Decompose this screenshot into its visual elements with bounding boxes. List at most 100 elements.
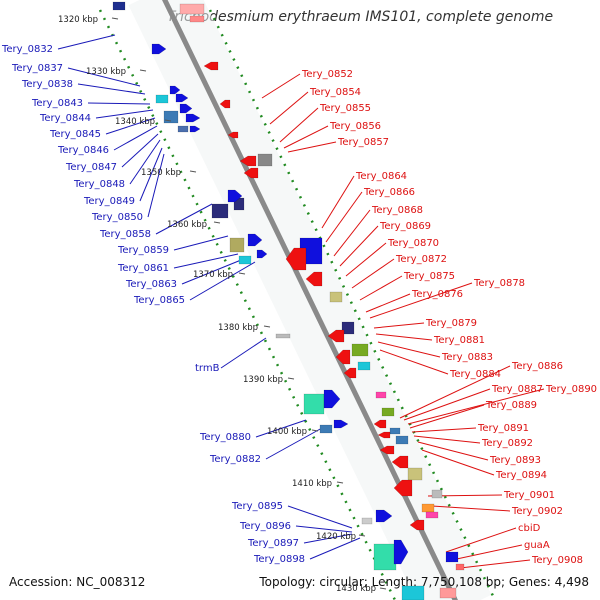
gene-box [439,587,457,599]
gene-label-right: Tery_0872 [395,254,447,265]
gene-label-right: Tery_0864 [355,171,407,182]
gene-arrow [243,167,259,179]
gene-label-left: Tery_0847 [65,162,117,173]
leader-line-left [181,257,247,285]
gene-arrow [175,93,189,103]
gene-arrow [247,233,263,247]
gene-label-right: cbiD [518,523,541,534]
gene-label-left: Tery_0865 [133,295,185,306]
leader-line-right [409,404,485,429]
gene-arrow [391,455,409,469]
gene-arrow [379,445,395,455]
gene-box [257,153,273,167]
gene-box [401,585,425,600]
leader-line-left [173,253,239,269]
gene-label-right: Tery_0908 [531,555,583,566]
leader-line-right [377,341,441,358]
gene-label-left: trmB [195,363,220,374]
gene-box [395,435,409,445]
leader-line-right [365,293,411,313]
gene-label-right: Tery_0868 [371,205,423,216]
gene-label-right: Tery_0883 [441,352,493,363]
leader-line-right [321,175,355,229]
kbp-label: 1430 kbp [336,584,376,594]
leader-line-left [265,427,323,460]
leader-line-right [345,242,387,277]
gene-label-left: Tery_0837 [11,63,63,74]
genome-backbone-top [162,0,458,600]
leader-line-right [287,141,337,153]
gene-box [407,467,423,481]
gene-arrow [151,43,167,55]
kbp-tick [379,587,387,590]
gene-arrow [375,509,393,523]
gene-label-left: Tery_0863 [125,279,177,290]
gene-box [211,203,229,219]
gene-label-right: Tery_0884 [449,369,501,380]
gene-arrow [219,99,231,109]
leader-line-left [57,34,116,50]
leader-line-left [287,505,353,529]
gene-label-right: Tery_0886 [511,361,563,372]
leader-line-left [189,261,256,301]
gene-box [389,427,401,435]
leader-line-right [399,365,511,419]
leader-line-right [431,505,511,512]
kbp-tick [311,429,319,432]
gene-arrow [333,419,349,429]
gene-label-left: Tery_0895 [231,501,283,512]
gene-box [351,343,369,357]
kbp-label: 1380 kbp [218,323,258,333]
gene-label-left: Tery_0882 [209,454,261,465]
gene-label-right: Tery_0901 [503,490,555,501]
gene-arrow [409,519,425,531]
leader-line-right [261,73,301,99]
gene-label-right: Tery_0891 [477,423,529,434]
gene-box [179,3,205,15]
gene-label-left: Tery_0849 [83,196,135,207]
gene-arrow [393,539,409,565]
leader-line-right [413,435,481,444]
gene-box [357,361,371,371]
kbp-tick [287,377,295,380]
gene-label-right: Tery_0889 [485,400,537,411]
gene-box [381,407,395,417]
leader-line-right [407,388,545,425]
kbp-label: 1370 kbp [193,270,233,280]
leader-line-left [303,533,353,544]
kbp-label: 1320 kbp [58,15,98,25]
gene-arrow [256,249,268,259]
leader-line-right [339,225,379,267]
gene-box [361,517,373,525]
kbp-label: 1350 kbp [141,168,181,178]
gene-box [319,424,333,434]
kbp-label: 1340 kbp [115,117,155,127]
gene-arrow [227,131,239,139]
leader-line-right [269,91,309,125]
gene-label-right: Tery_0893 [489,455,541,466]
kbp-tick [189,170,197,173]
leader-line-right [369,282,473,319]
leader-line-left [113,125,158,151]
gene-label-right: Tery_0869 [379,221,431,232]
kbp-tick [164,119,172,122]
gene-label-right: Tery_0855 [319,103,371,114]
gene-label-left: Tery_0898 [253,554,305,565]
gene-box [112,1,126,11]
gene-label-left: Tery_0838 [21,79,73,90]
gene-label-left: Tery_0897 [247,538,299,549]
gene-label-right: Tery_0878 [473,278,525,289]
leader-line-left [105,117,156,135]
gene-arrow [393,479,413,497]
gene-box [275,333,291,339]
gene-label-right: Tery_0857 [337,137,389,148]
gene-box [425,511,439,519]
gene-arrow [239,155,257,167]
leader-line-left [139,147,163,202]
gene-box [421,503,435,513]
gene-label-left: Tery_0845 [49,129,101,140]
leader-line-right [279,107,319,143]
gene-arrow [343,367,357,379]
gene-arrow [185,113,201,123]
leader-line-right [451,544,523,561]
